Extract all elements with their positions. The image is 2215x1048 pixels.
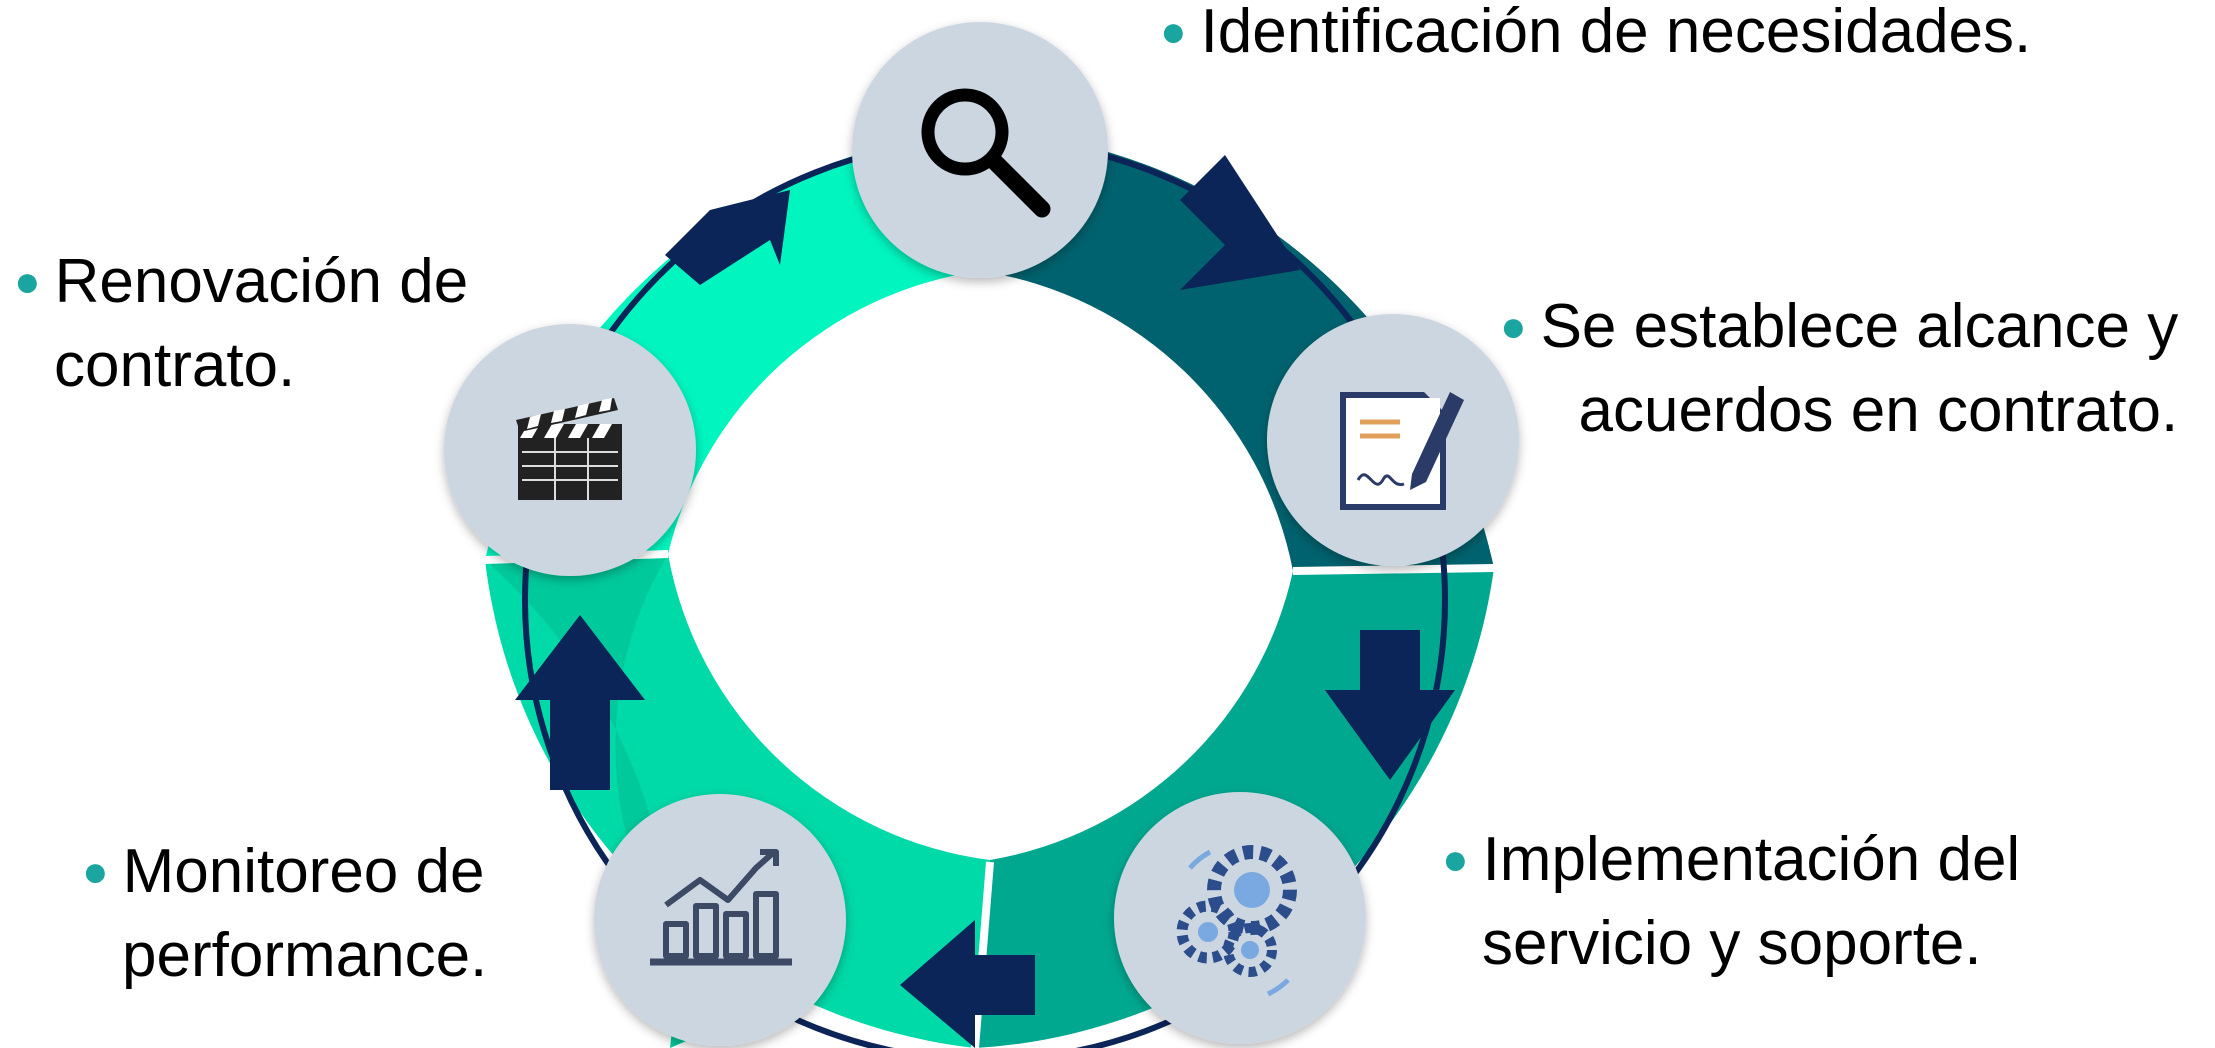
arrow-top-left	[665, 190, 790, 285]
node-search	[852, 22, 1108, 278]
bullet-icon: ●	[1500, 302, 1527, 351]
step-label-5: ●Renovación de contrato.	[14, 247, 469, 400]
node-contract	[1267, 314, 1519, 566]
arrow-left	[515, 615, 645, 790]
performance-chart-icon	[650, 849, 792, 966]
arrow-bottom	[900, 920, 1035, 1048]
bullet-icon: ●	[1442, 835, 1469, 884]
arrow-right	[1325, 630, 1455, 780]
arrow-top-right	[1170, 155, 1300, 290]
node-gears	[1114, 792, 1366, 1044]
ring-separator	[1292, 564, 1495, 575]
contract-signature-icon	[1340, 392, 1464, 510]
node-renewal	[444, 324, 696, 576]
step-label-2: ●Se establece alcance y acuerdos en cont…	[1500, 292, 2179, 445]
step-label-3: ●Implementación del servicio y soporte.	[1442, 825, 2021, 978]
node-performance	[594, 794, 846, 1046]
bullet-icon: ●	[82, 847, 109, 896]
arrows	[515, 155, 1455, 1048]
step-label-4: ●Monitoreo de performance.	[82, 837, 488, 990]
gears-icon	[1176, 845, 1297, 997]
clapperboard-icon	[516, 398, 622, 500]
bullet-icon: ●	[14, 257, 41, 306]
bullet-icon: ●	[1160, 7, 1187, 56]
step-label-1: ●Identificación de necesidades.	[1160, 0, 2032, 66]
magnifier-icon	[921, 88, 1051, 218]
